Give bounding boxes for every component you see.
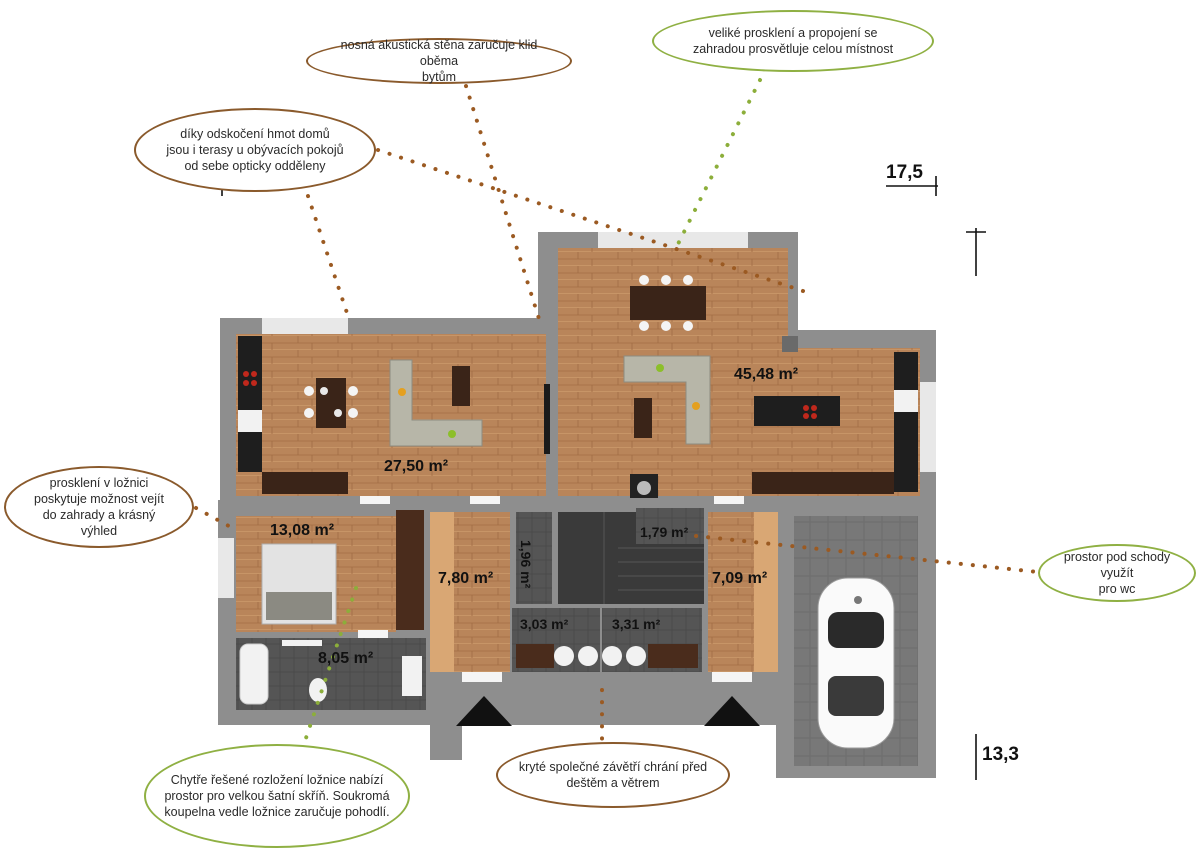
building (218, 232, 936, 778)
callout-glazing: veliké prosklení a propojení se zahradou… (652, 10, 934, 72)
callout-acoustic-wall: nosná akustická stěna zaručuje klid oběm… (306, 38, 572, 84)
callout-bedroom-layout: Chytře řešené rozložení ložnice nabízí p… (144, 744, 410, 848)
leader-terraces-right (376, 148, 814, 296)
area-living-left: 27,50 m² (384, 458, 449, 475)
callout-terraces: díky odskočení hmot domů jsou i terasy u… (134, 108, 376, 192)
area-bath-small-right: 3,31 m² (612, 616, 661, 632)
leader-glazing (674, 78, 762, 250)
area-living-right: 45,48 m² (734, 366, 799, 383)
leader-acoustic (464, 84, 542, 324)
area-hall-left: 7,80 m² (438, 570, 494, 587)
area-bathroom: 8,05 m² (318, 650, 374, 667)
callout-bedroom-glazing: prosklení v ložnici poskytuje možnost ve… (4, 466, 194, 548)
area-bath-small-left: 3,03 m² (520, 616, 569, 632)
leader-bedroom-glazing (194, 506, 238, 532)
area-wc: 1,79 m² (640, 524, 689, 540)
dimension-top: 17,5 (886, 162, 923, 183)
dimension-bottom: 13,3 (982, 744, 1019, 765)
area-hall-right: 7,09 m² (712, 570, 768, 587)
callout-entrance: kryté společné závětří chrání před deště… (496, 742, 730, 808)
car-icon (817, 577, 895, 749)
callout-under-stairs: prostor pod schody využít pro wc (1038, 544, 1196, 602)
area-storage-small: 1,96 m² (518, 540, 534, 589)
area-bedroom: 13,08 m² (270, 522, 335, 539)
leader-terraces (306, 194, 352, 324)
